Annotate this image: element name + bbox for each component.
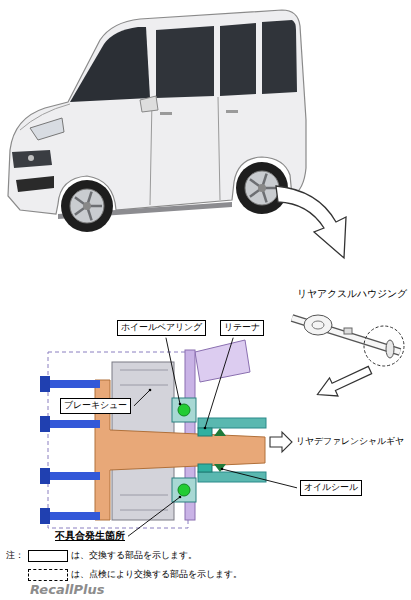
car-wheel — [83, 202, 91, 210]
leader-line — [222, 469, 297, 488]
car-wheel — [61, 162, 288, 232]
backing-plate — [195, 340, 250, 382]
label-holder: リヤデファレンシャルギヤ — [296, 436, 404, 447]
label-box: オイルシール — [300, 480, 362, 496]
car-front — [30, 118, 64, 140]
car-front — [140, 96, 158, 112]
car-window — [70, 20, 297, 102]
legend-sample — [28, 550, 68, 562]
legend-text: は、交換する部品を示します。 — [71, 550, 197, 560]
part-name: オイルシール — [304, 482, 358, 494]
leader-dot — [179, 496, 182, 499]
car-window — [262, 20, 297, 94]
wheel-stud — [40, 376, 50, 392]
legend-row: は、交換する部品を示します。 — [28, 550, 197, 562]
retainer — [198, 464, 212, 472]
part-name: リヤアクスルハウジング — [297, 288, 407, 299]
car-wheel — [258, 184, 266, 192]
oil-seal — [214, 428, 226, 436]
direction-arrow — [270, 432, 292, 452]
wheel-bearing — [178, 484, 190, 496]
wheel-stud — [40, 468, 50, 484]
car-wheel — [61, 180, 113, 232]
wheel-stud — [40, 416, 50, 432]
label-box: ブレーキシュー — [60, 398, 131, 414]
car-wheel — [70, 189, 104, 223]
zoom-arrow — [313, 361, 374, 404]
legend-row: は、点検により交換する部品を示します。 — [28, 569, 242, 581]
label-holder: 注： — [6, 550, 24, 561]
car-body — [8, 10, 306, 214]
axle-housing-sketch — [304, 315, 332, 335]
leader-line — [134, 390, 150, 406]
part-name: リテーナ — [224, 322, 260, 334]
legend-text: は、点検により交換する部品を示します。 — [71, 569, 242, 579]
car-wheel — [250, 174, 277, 203]
car-front — [12, 150, 52, 168]
oil-seal — [214, 464, 226, 472]
label-holder: リヤアクスルハウジング — [297, 288, 407, 300]
axle-housing-sketch — [312, 321, 324, 329]
car-body — [8, 10, 306, 219]
axle-housing-sketch — [364, 326, 404, 366]
axle-housing — [198, 418, 266, 428]
car-window — [156, 26, 214, 98]
wheel-bearing — [178, 404, 190, 416]
pointer-arrow — [276, 186, 346, 258]
car-front — [12, 96, 158, 192]
oil-seal — [214, 428, 226, 472]
pointer-arrow — [276, 186, 346, 258]
label-box: リテーナ — [220, 320, 264, 336]
wheel-bearing — [172, 478, 196, 502]
leader-line — [166, 338, 180, 404]
car-body — [226, 110, 238, 113]
leader-dot — [179, 403, 182, 406]
part-name: ホイールベアリング — [121, 322, 202, 334]
car-body — [150, 100, 152, 205]
axle-housing-sketch — [386, 340, 394, 358]
wheel-stud — [50, 420, 100, 428]
label-holder: RecallPlus — [30, 582, 105, 598]
car-body — [160, 112, 172, 115]
car-wheel — [75, 192, 102, 221]
retainer — [198, 428, 212, 472]
axle-housing-sketch — [292, 315, 404, 366]
axle-housing-sketch — [344, 328, 352, 334]
part-name: 不具合発生箇所 — [55, 530, 125, 541]
car-body — [218, 97, 220, 200]
wheel-bearing — [172, 398, 196, 502]
leader-line — [205, 338, 233, 428]
leader-dot — [204, 427, 207, 430]
axle-housing — [198, 472, 266, 482]
wheel-stud — [50, 512, 100, 520]
part-name: リヤデファレンシャルギヤ — [296, 436, 404, 446]
leader-dot — [221, 468, 224, 471]
watermark: RecallPlus — [30, 582, 105, 597]
leader-line — [128, 497, 180, 536]
leader-dot — [149, 389, 152, 392]
car-front — [28, 155, 34, 161]
car-wheel — [245, 171, 279, 205]
wheel-stud — [50, 472, 100, 480]
note-text: 注： — [6, 550, 24, 560]
part-name: ブレーキシュー — [64, 400, 127, 412]
wheel-bearing — [172, 398, 196, 422]
label-box: ホイールベアリング — [117, 320, 206, 336]
legend-sample — [28, 569, 68, 581]
wheel-stud — [40, 508, 50, 524]
label-holder: 不具合発生箇所 — [55, 530, 125, 543]
car-window — [220, 23, 256, 96]
direction-arrow — [270, 432, 292, 452]
car-window — [70, 27, 150, 102]
car-front — [16, 176, 54, 192]
wheel-stud — [50, 380, 100, 388]
zoom-arrow — [313, 361, 374, 404]
